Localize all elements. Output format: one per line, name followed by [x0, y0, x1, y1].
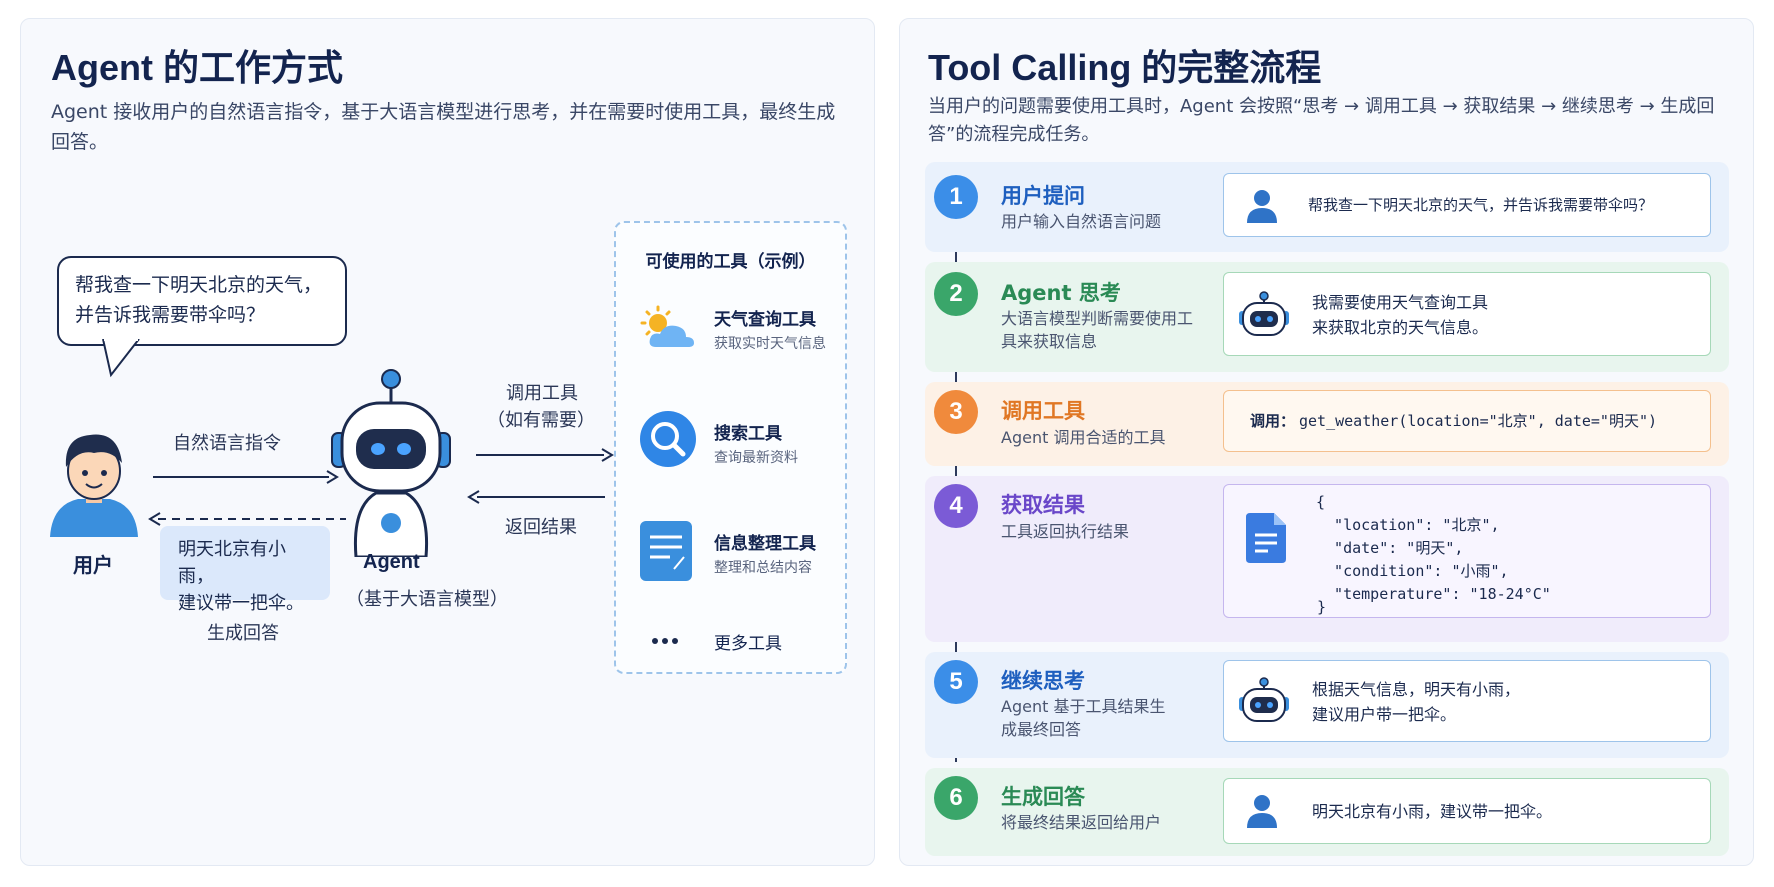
step-6-title: 生成回答 [1001, 785, 1085, 809]
return-result-arrow [467, 490, 605, 504]
step-2-desc: 大语言模型判断需要使用工具来获取信息 [1001, 309, 1194, 351]
call-tool-label: 调用工具 [506, 383, 578, 404]
step-2-box-line-1: 我需要使用天气查询工具 [1312, 293, 1489, 312]
tool-name-organize: 信息整理工具 [714, 534, 816, 554]
step-3-title: 调用工具 [1001, 399, 1085, 423]
left-panel-title: Agent 的工作方式 [51, 47, 343, 88]
step-3-box: 调用： get_weather(location="北京", date="明天"… [1223, 390, 1711, 452]
tool-name-search: 搜索工具 [714, 424, 782, 444]
return-result-label: 返回结果 [505, 517, 577, 538]
step-3-code: get_weather(location="北京", date="明天") [1299, 412, 1658, 430]
agent-sublabel: （基于大语言模型） [346, 589, 508, 610]
tools-list-box: 可使用的工具（示例） 天气查询工具 获取实时天气信息 搜索工具 查询最新资料 [614, 221, 847, 674]
left-panel-description: Agent 接收用户的自然语言指令，基于大语言模型进行思考，并在需要时使用工具，… [51, 101, 836, 153]
step-3-box-prefix: 调用： [1250, 412, 1296, 430]
search-icon [640, 411, 696, 467]
step-2-title: Agent 思考 [1001, 281, 1121, 305]
user-avatar-icon [50, 434, 138, 537]
user-icon [1247, 795, 1277, 828]
step-4-json-line-4: "condition": "小雨", [1316, 562, 1509, 580]
step-4-json-line-2: "location": "北京", [1316, 516, 1500, 534]
step-4-json-line-3: "date": "明天", [1316, 539, 1464, 557]
connector-1-2 [955, 225, 957, 287]
step-5-box: 根据天气信息，明天有小雨， 建议用户带一把伞。 [1223, 660, 1711, 742]
document-icon [640, 521, 692, 581]
step-4-number: 4 [934, 484, 978, 528]
step-5-title: 继续思考 [1001, 669, 1085, 693]
step-5-number: 5 [934, 660, 978, 704]
step-1-number: 1 [934, 175, 978, 219]
step-1-box-text: 帮我查一下明天北京的天气，并告诉我需要带伞吗？ [1308, 196, 1654, 214]
step-1-title: 用户提问 [1001, 184, 1085, 208]
step-4-box: { "location": "北京", "date": "明天", "condi… [1223, 484, 1711, 618]
tool-name-more: 更多工具 [714, 634, 782, 654]
tool-desc-organize: 整理和总结内容 [714, 560, 812, 576]
step-3-desc: Agent 调用合适的工具 [1001, 428, 1166, 447]
step-6-row: 6 生成回答 将最终结果返回给用户 明天北京有小雨，建议带一把伞。 [925, 768, 1729, 856]
tools-title: 可使用的工具（示例） [645, 252, 816, 272]
step-2-row: 2 Agent 思考 大语言模型判断需要使用工具来获取信息 我需要使用天气查询工… [925, 262, 1729, 372]
step-4-title: 获取结果 [1001, 493, 1085, 517]
user-question-bubble: 帮我查一下明天北京的天气， 并告诉我需要带伞吗？ [57, 256, 347, 346]
step-2-number: 2 [934, 272, 978, 316]
instruction-arrow [153, 470, 339, 484]
step-6-desc: 将最终结果返回给用户 [1001, 813, 1162, 832]
bubble-line-1: 帮我查一下明天北京的天气， [75, 274, 323, 296]
right-panel-description: 当用户的问题需要使用工具时，Agent 会按照“思考 → 调用工具 → 获取结果… [928, 96, 1715, 145]
step-4-json-line-1: { [1316, 493, 1326, 511]
answer-caption: 生成回答 [207, 623, 279, 644]
right-panel-title: Tool Calling 的完整流程 [928, 47, 1322, 88]
answer-line-2: 建议带一把伞。 [178, 593, 304, 614]
step-1-row: 1 用户提问 用户输入自然语言问题 帮我查一下明天北京的天气，并告诉我需要带伞吗… [925, 162, 1729, 252]
tool-desc-search: 查询最新资料 [714, 450, 798, 466]
instruction-arrow-label: 自然语言指令 [173, 433, 281, 454]
answer-line-1: 明天北京有小雨， [178, 539, 286, 587]
agent-label: Agent [363, 551, 420, 573]
user-icon [1247, 190, 1277, 223]
step-4-row: 4 获取结果 工具返回执行结果 { "location": "北京", "dat… [925, 476, 1729, 642]
step-6-box-text: 明天北京有小雨，建议带一把伞。 [1312, 802, 1553, 821]
answer-box: 明天北京有小雨， 建议带一把伞。 [160, 526, 330, 614]
step-4-json-close: } [1317, 598, 1327, 616]
tool-calling-flow-panel: Tool Calling 的完整流程 当用户的问题需要使用工具时，Agent 会… [899, 18, 1754, 866]
step-3-row: 3 调用工具 Agent 调用合适的工具 调用： get_weather(loc… [925, 382, 1729, 466]
result-document-icon [1246, 513, 1286, 563]
agent-robot-small-icon [1239, 291, 1289, 336]
agent-robot-icon [331, 369, 451, 557]
weather-icon [640, 305, 694, 347]
step-5-row: 5 继续思考 Agent 基于工具结果生成最终回答 根据天气信息，明天有小雨， … [925, 652, 1729, 758]
step-5-box-line-2: 建议用户带一把伞。 [1312, 705, 1457, 724]
step-4-desc: 工具返回执行结果 [1001, 522, 1130, 541]
bubble-tail [102, 339, 140, 378]
step-4-json-line-5: "temperature": "18-24°C" [1316, 585, 1551, 603]
step-5-desc: Agent 基于工具结果生成最终回答 [1001, 697, 1166, 739]
agent-workflow-panel: Agent 的工作方式 Agent 接收用户的自然语言指令，基于大语言模型进行思… [20, 18, 875, 866]
step-6-box: 明天北京有小雨，建议带一把伞。 [1223, 778, 1711, 844]
step-1-desc: 用户输入自然语言问题 [1001, 212, 1162, 231]
more-icon [652, 638, 678, 644]
bubble-line-2: 并告诉我需要带伞吗？ [75, 304, 266, 326]
tool-name-weather: 天气查询工具 [714, 310, 816, 330]
call-tool-sublabel: （如有需要） [487, 410, 595, 431]
step-2-box-line-2: 来获取北京的天气信息。 [1312, 318, 1489, 337]
user-label: 用户 [73, 555, 113, 577]
step-3-number: 3 [934, 390, 978, 434]
answer-return-arrow [148, 512, 346, 526]
step-2-box: 我需要使用天气查询工具 来获取北京的天气信息。 [1223, 272, 1711, 356]
agent-robot-small-icon [1239, 677, 1289, 722]
tool-desc-weather: 获取实时天气信息 [714, 336, 826, 352]
step-5-box-line-1: 根据天气信息，明天有小雨， [1312, 680, 1521, 699]
step-1-box: 帮我查一下明天北京的天气，并告诉我需要带伞吗？ [1223, 173, 1711, 237]
step-6-number: 6 [934, 776, 978, 820]
call-tool-arrow [476, 448, 614, 462]
